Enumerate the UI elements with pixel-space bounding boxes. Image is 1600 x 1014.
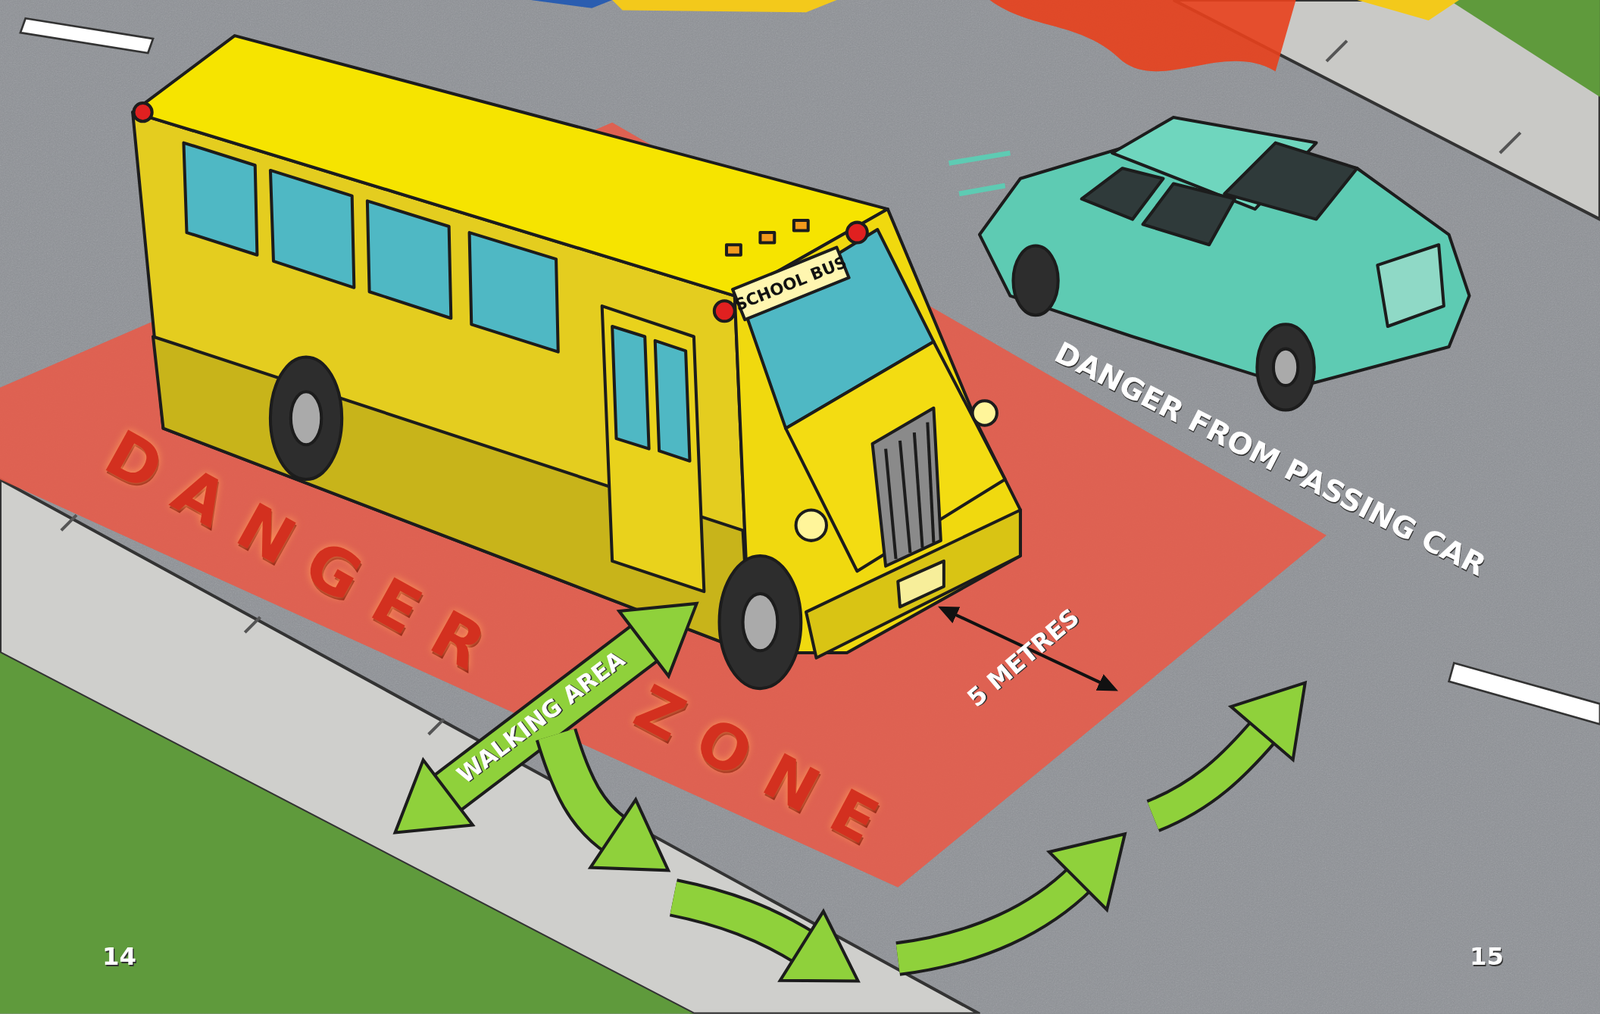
- page-number: 15: [1469, 943, 1504, 972]
- page-number: 14: [102, 943, 137, 972]
